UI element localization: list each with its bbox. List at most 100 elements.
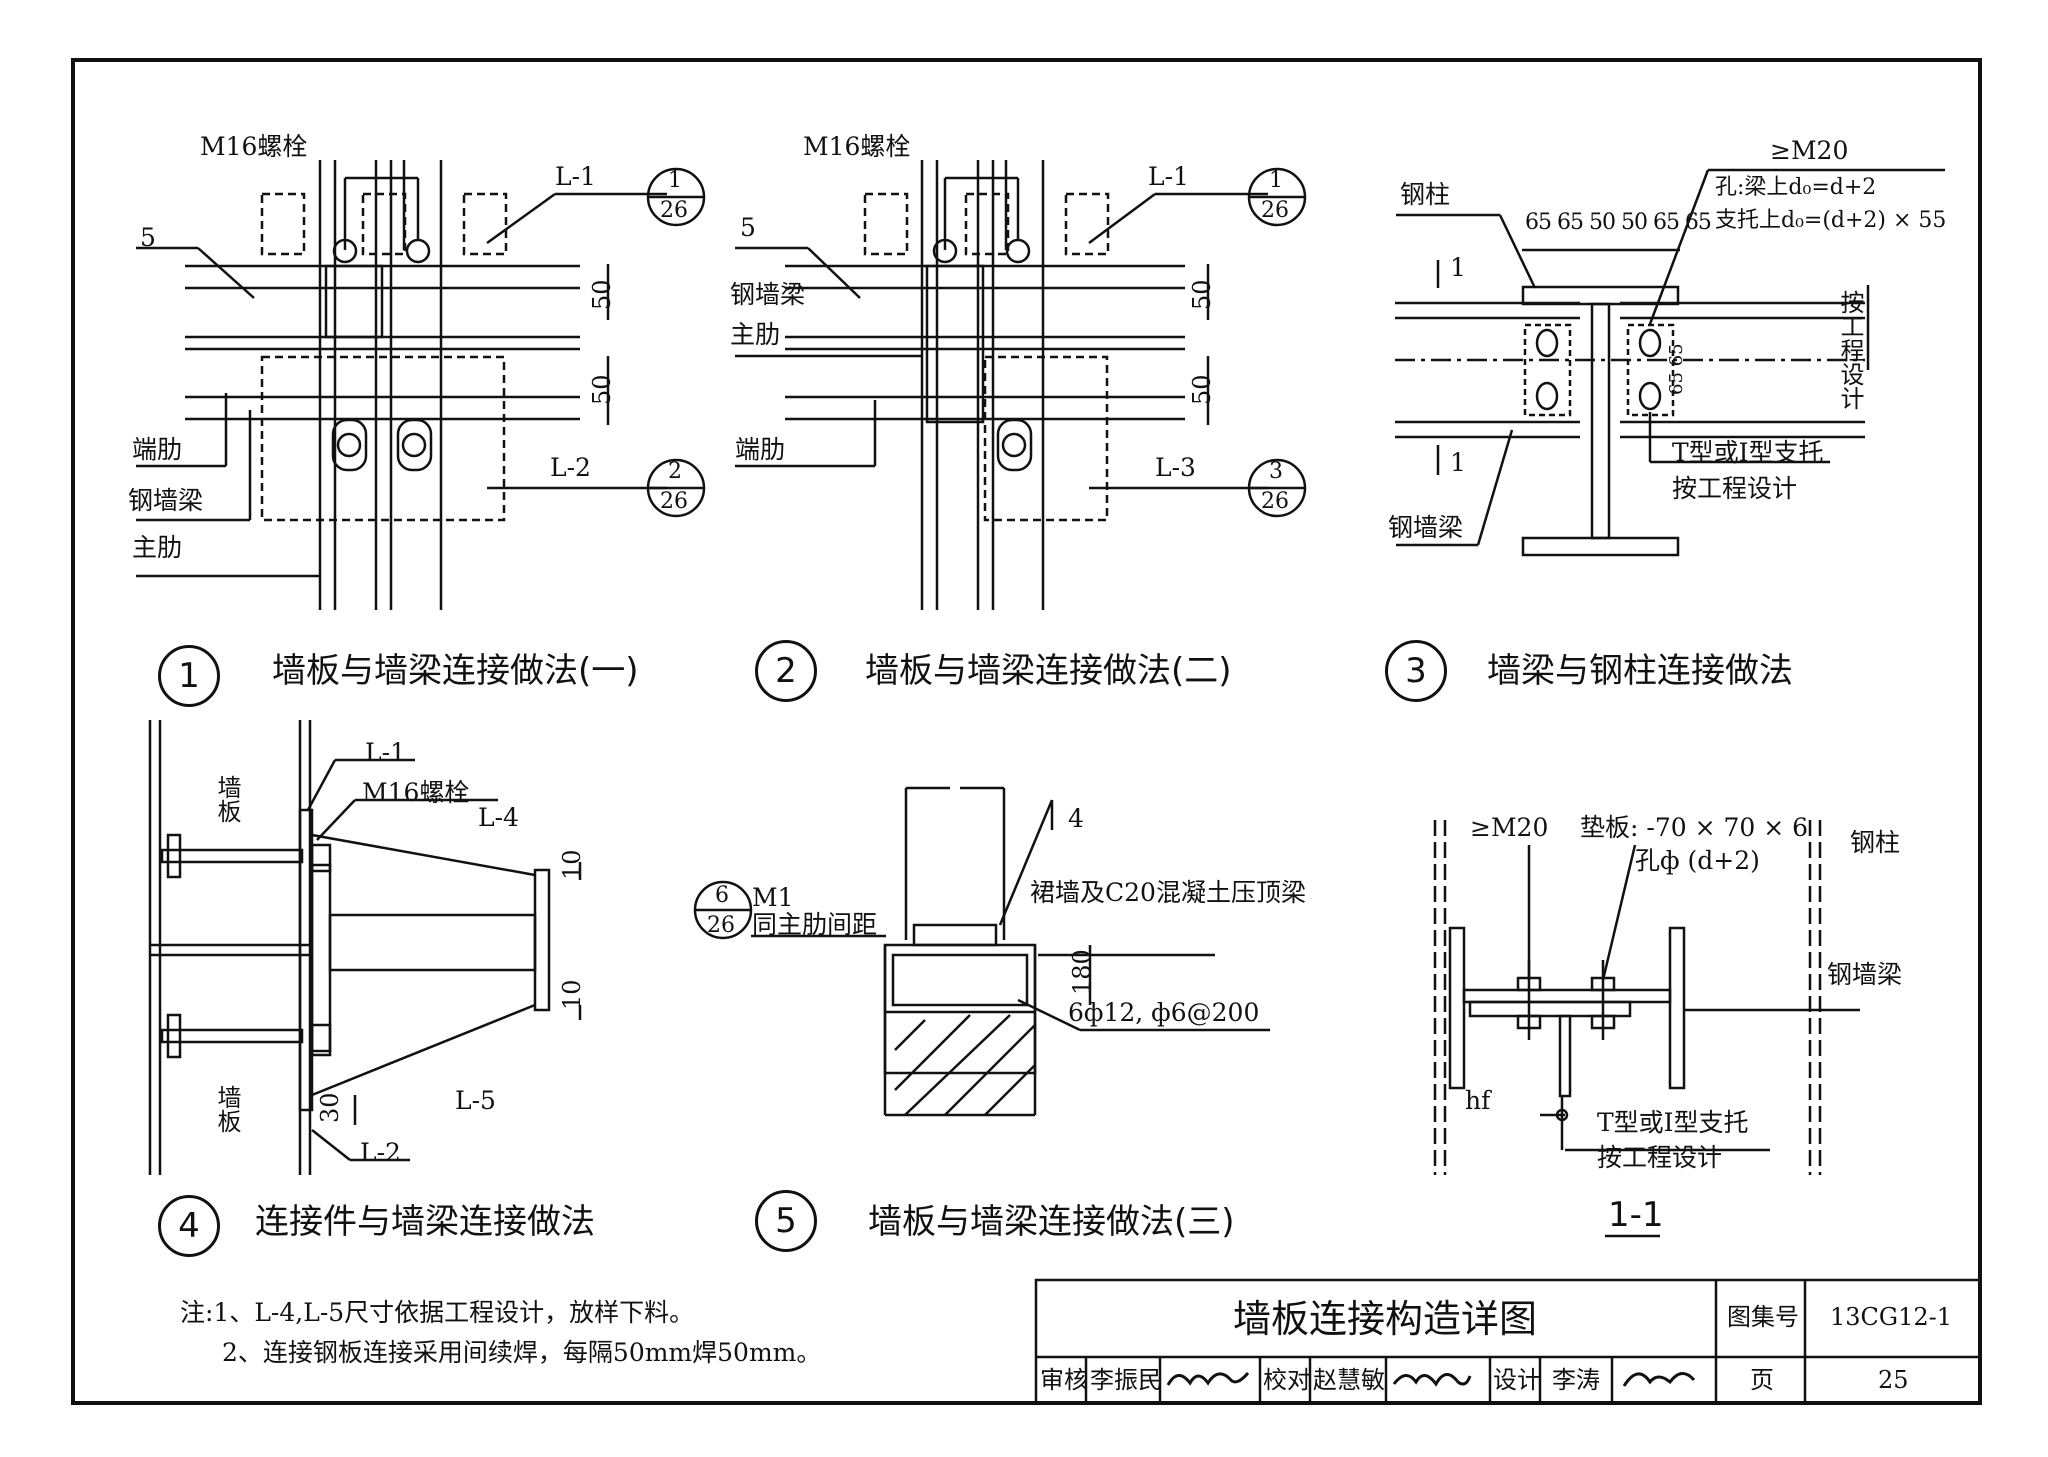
d5-weld-label: 4 (1068, 804, 1084, 833)
d2-end-rib-label: 端肋 (735, 435, 786, 464)
d1-ref2-top: 2 (668, 459, 682, 484)
d3-column-label: 钢柱 (1400, 180, 1451, 209)
detail-1-number: 1 (158, 645, 220, 707)
d2-bolt-label: M16螺栓 (803, 132, 911, 161)
d2-dim-a: 50 (1188, 279, 1216, 310)
d1-ref1-bot: 26 (660, 198, 688, 223)
sheet-frame (71, 58, 1982, 1405)
detail-1-caption: 墙板与墙梁连接做法(一) (272, 651, 639, 691)
d5-skirt-label: 裙墙及C20混凝土压顶梁 (1030, 878, 1306, 907)
s11-column-label: 钢柱 (1850, 828, 1901, 857)
detail-1-drawing (136, 160, 706, 610)
review-label: 审核 (1040, 1366, 1088, 1394)
d2-main-rib-label: 主肋 (730, 320, 781, 349)
d1-end-rib-label: 端肋 (132, 435, 183, 464)
d5-m1-label: M1 (752, 883, 794, 912)
d2-weld-label: 5 (740, 213, 756, 242)
signature-check (1392, 1373, 1472, 1387)
s11-hf-label: hf (1465, 1086, 1491, 1115)
s11-title: 1-1 (1608, 1195, 1664, 1235)
detail-4-drawing (148, 720, 582, 1175)
d2-ref2-bot: 26 (1261, 489, 1289, 514)
page-value: 25 (1878, 1366, 1909, 1394)
note-1: 注:1、L-4,L-5尺寸依据工程设计，放样下料。 (180, 1298, 695, 1327)
signatures (1166, 1372, 1696, 1387)
d4-panel-top: 墙板 (213, 775, 241, 823)
detail-2-drawing (735, 160, 1307, 610)
d5-ref-bot: 26 (707, 913, 735, 938)
d3-design-vertical: 按工程设计 (1836, 290, 1864, 410)
d1-main-rib-label: 主肋 (132, 533, 183, 562)
section-1-1-drawing (1433, 820, 1860, 1238)
check-label: 校对 (1263, 1366, 1311, 1394)
check-name: 赵慧敏 (1313, 1366, 1385, 1394)
d5-ref-top: 6 (715, 883, 729, 908)
d4-dim-10b: 10 (558, 979, 586, 1010)
signature-review (1166, 1372, 1250, 1386)
d4-panel-bot: 墙板 (213, 1085, 241, 1133)
d4-l2-label: L-2 (360, 1138, 401, 1167)
d1-dim-a: 50 (588, 279, 616, 310)
d3-support2-label: 按工程设计 (1672, 474, 1798, 503)
d1-ref1-top: 1 (668, 168, 682, 193)
title-block-title: 墙板连接构造详图 (1233, 1297, 1538, 1341)
s11-wall-beam-label: 钢墙梁 (1827, 960, 1903, 989)
d1-l1-label: L-1 (555, 162, 596, 191)
d3-wall-beam-label: 钢墙梁 (1388, 513, 1464, 542)
page-label: 页 (1750, 1366, 1774, 1394)
d4-l4-label: L-4 (478, 803, 519, 832)
design-label: 设计 (1493, 1366, 1541, 1394)
d1-ref2-bot: 26 (660, 489, 688, 514)
d3-spacing: 65 65 50 50 65 65 (1525, 210, 1712, 235)
d3-support-label: T型或I型支托 (1672, 438, 1824, 467)
d4-dim-30: 30 (316, 1092, 344, 1123)
review-name: 李振民 (1090, 1366, 1162, 1394)
d5-rebar-label: 6ф12, ф6@200 (1068, 998, 1260, 1027)
d3-hole-line2: 支托上d₀=(d+2) × 55 (1715, 208, 1947, 233)
detail-4-number: 4 (158, 1195, 220, 1257)
d2-ref1-bot: 26 (1261, 198, 1289, 223)
detail-5-caption: 墙板与墙梁连接做法(三) (868, 1202, 1235, 1242)
d3-bolt-label: ≥M20 (1770, 136, 1849, 165)
detail-2-number: 2 (755, 640, 817, 702)
d1-bolt-label: M16螺栓 (200, 132, 308, 161)
design-name: 李涛 (1552, 1366, 1600, 1394)
detail-3-caption: 墙梁与钢柱连接做法 (1487, 651, 1793, 691)
note-2: 2、连接钢板连接采用间续焊，每隔50mm焊50mm。 (222, 1338, 822, 1367)
d5-spacing-label: 同主肋间距 (752, 910, 878, 939)
s11-bolt-label: ≥M20 (1470, 813, 1549, 842)
detail-5-drawing (693, 786, 1270, 1117)
d2-l3-label: L-3 (1155, 453, 1196, 482)
s11-support2-label: 按工程设计 (1597, 1143, 1723, 1172)
d4-dim-10a: 10 (558, 849, 586, 880)
signature-design (1622, 1372, 1696, 1387)
d3-hole-line1: 孔:梁上d₀=d+2 (1715, 175, 1877, 200)
d3-section-mark-top: 1 (1450, 253, 1466, 282)
d3-dim: 65 65 (1666, 343, 1687, 395)
s11-support-label: T型或I型支托 (1597, 1108, 1749, 1137)
d4-l5-label: L-5 (455, 1086, 496, 1115)
d2-dim-b: 50 (1188, 374, 1216, 405)
d2-ref1-top: 1 (1269, 168, 1283, 193)
d2-ref2-top: 3 (1269, 459, 1283, 484)
d1-weld-label: 5 (140, 223, 156, 252)
detail-2-caption: 墙板与墙梁连接做法(二) (865, 651, 1232, 691)
d4-l1-label: L-1 (365, 738, 406, 767)
d3-section-mark-bot: 1 (1450, 448, 1466, 477)
detail-4-caption: 连接件与墙梁连接做法 (255, 1202, 595, 1242)
d1-dim-b: 50 (588, 374, 616, 405)
s11-plate-label: 垫板: -70 × 70 × 6 (1580, 813, 1809, 842)
detail-5-number: 5 (755, 1190, 817, 1252)
d1-wall-beam-label: 钢墙梁 (128, 486, 204, 515)
d5-dim-180: 180 (1068, 949, 1096, 995)
atlas-label: 图集号 (1727, 1303, 1799, 1331)
d2-wall-beam-label: 钢墙梁 (730, 280, 806, 309)
s11-hole-label: 孔ф (d+2) (1635, 846, 1760, 875)
detail-3-drawing (1395, 168, 1945, 557)
atlas-value: 13CG12-1 (1830, 1303, 1952, 1331)
detail-3-number: 3 (1385, 640, 1447, 702)
title-block-lines (1034, 1278, 1982, 1405)
d2-l1-label: L-1 (1148, 162, 1189, 191)
d1-l2-label: L-2 (550, 453, 591, 482)
